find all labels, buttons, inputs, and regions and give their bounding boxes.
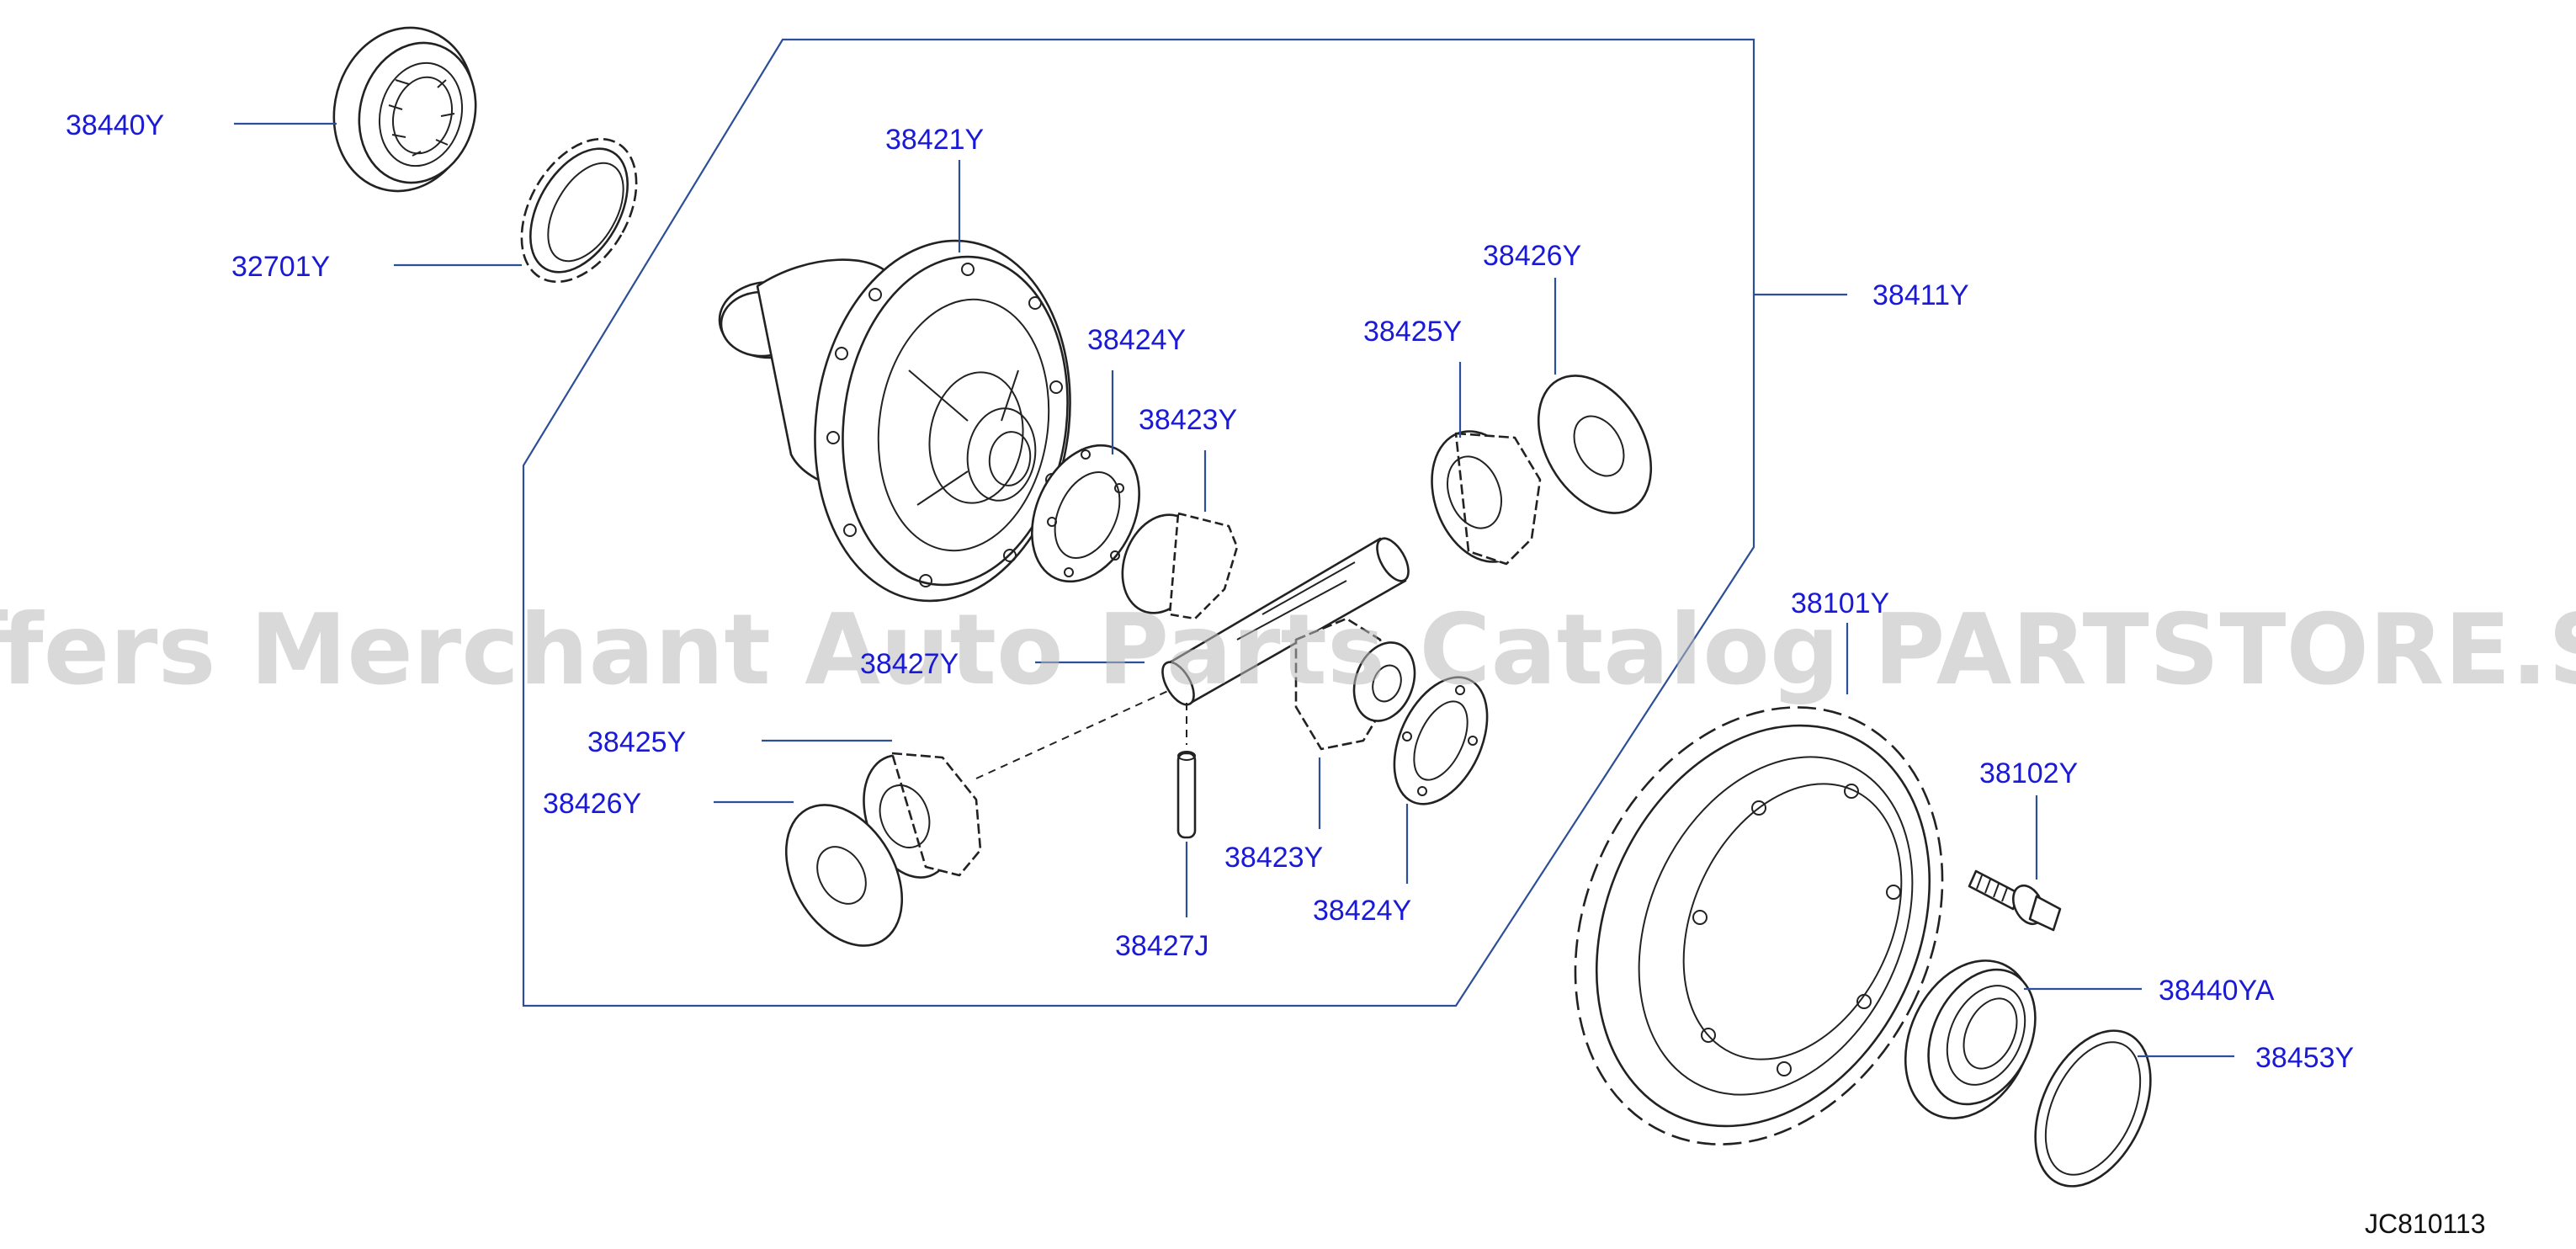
thrust-washer-38424Y-bottom[interactable]: [1376, 662, 1506, 819]
label-38426Y-left[interactable]: 38426Y: [543, 788, 641, 820]
label-38424Y-top[interactable]: 38424Y: [1087, 324, 1186, 356]
thrust-washer-38424Y-top[interactable]: [1012, 428, 1161, 598]
label-38426Y-top[interactable]: 38426Y: [1483, 240, 1581, 272]
bolt-38102Y[interactable]: [1968, 869, 2062, 932]
differential-case-38421Y[interactable]: [718, 224, 1092, 618]
label-38421Y[interactable]: 38421Y: [885, 124, 984, 156]
label-32701Y[interactable]: 32701Y: [231, 251, 330, 283]
label-38423Y-top[interactable]: 38423Y: [1139, 404, 1237, 436]
label-38425Y-top[interactable]: 38425Y: [1363, 316, 1462, 348]
lock-pin-38427J[interactable]: [1176, 751, 1197, 839]
label-38427Y[interactable]: 38427Y: [860, 648, 959, 680]
side-gear-38425Y-top[interactable]: [1415, 417, 1548, 576]
watermark: Offers Merchant Auto Parts Catalog PARTS…: [0, 593, 2576, 707]
diagram-code: JC810113: [2365, 1209, 2486, 1239]
label-38101Y[interactable]: 38101Y: [1791, 587, 1889, 619]
label-38102Y[interactable]: 38102Y: [1979, 757, 2078, 789]
label-38440Y[interactable]: 38440Y: [66, 109, 164, 141]
pinion-gear-38423Y-top[interactable]: [1109, 504, 1239, 624]
label-38424Y-bottom[interactable]: 38424Y: [1313, 895, 1411, 927]
label-38427J[interactable]: 38427J: [1115, 930, 1209, 962]
pinion-shaft-38427Y[interactable]: [1156, 534, 1415, 710]
bearing-38440Y[interactable]: [316, 12, 491, 207]
label-38423Y-bottom[interactable]: 38423Y: [1224, 842, 1323, 874]
bearing-38440YA[interactable]: [1881, 940, 2058, 1140]
shim-ring-38453Y[interactable]: [2012, 1012, 2174, 1204]
ring-gear-38101Y[interactable]: [1506, 647, 2011, 1205]
pinion-gear-38423Y-bottom[interactable]: [1294, 617, 1425, 751]
label-38425Y-left[interactable]: 38425Y: [587, 726, 686, 758]
label-38453Y[interactable]: 38453Y: [2255, 1042, 2354, 1074]
leader-lines: [234, 122, 2234, 1058]
assembly-dashed-line: [975, 689, 1171, 779]
gear-ring-32701Y[interactable]: [498, 119, 660, 301]
assembly-outline: [522, 38, 1755, 1007]
thrust-washer-38426Y-left[interactable]: [762, 784, 926, 966]
label-38411Y[interactable]: 38411Y: [1872, 279, 1969, 311]
label-38440YA[interactable]: 38440YA: [2159, 975, 2275, 1007]
thrust-washer-38426Y-top[interactable]: [1516, 356, 1674, 533]
